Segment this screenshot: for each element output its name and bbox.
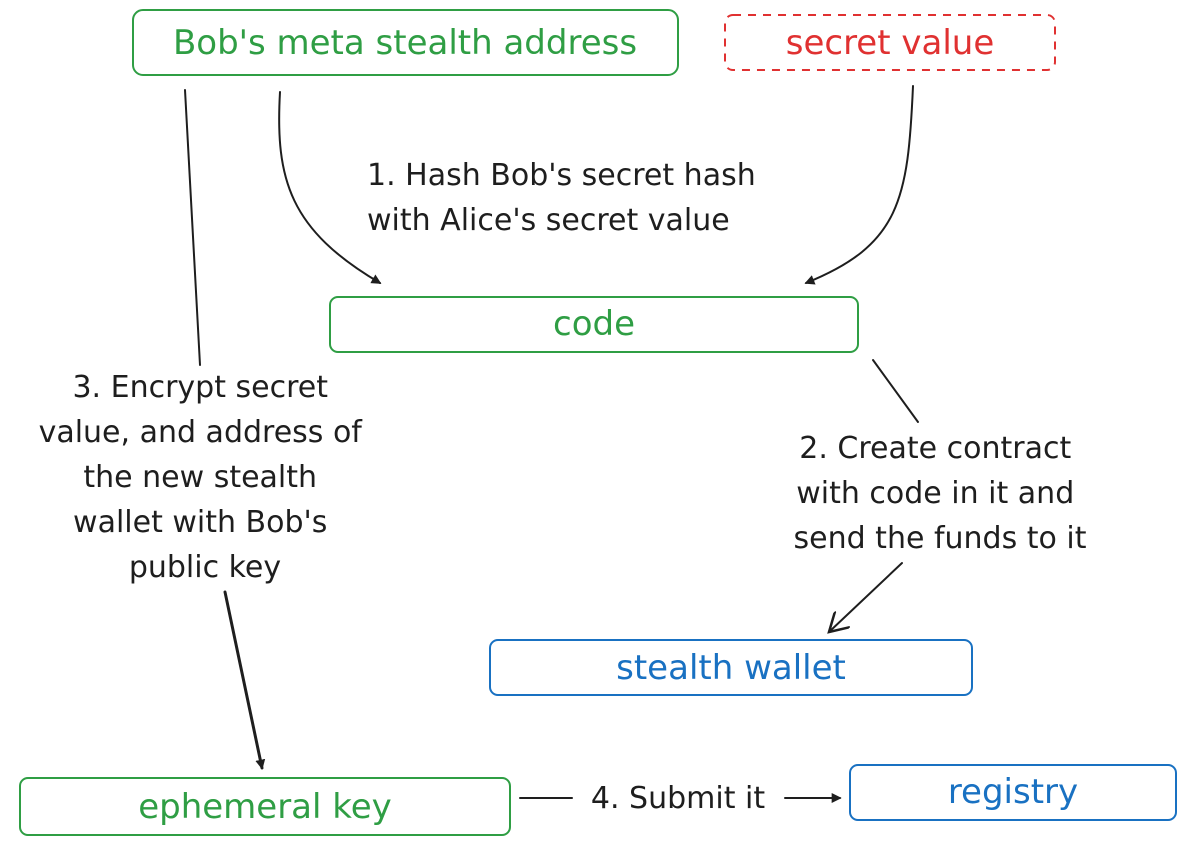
create-contract-edge-label: 2. Create contract with code in it and s… (794, 431, 1087, 556)
edge-meta-to-encrypt-label (184, 89, 201, 366)
ephemeral-key-node[interactable]: ephemeral key (19, 777, 511, 836)
meta-stealth-address-node[interactable]: Bob's meta stealth address (132, 9, 679, 76)
code-node[interactable]: code (329, 296, 859, 353)
stealth-wallet-node[interactable]: stealth wallet (489, 639, 973, 696)
encrypt-edge-label: 3. Encrypt secret value, and address of … (39, 370, 372, 585)
edge-encrypt-label-to-ephemeral (223, 590, 266, 770)
registry-label: registry (948, 772, 1078, 812)
code-label: code (553, 304, 635, 344)
secret-value-label: secret value (786, 23, 994, 63)
edge-code-to-create-label (872, 359, 919, 423)
edge-secret-to-code (804, 85, 914, 285)
meta-stealth-address-label: Bob's meta stealth address (173, 23, 637, 63)
stealth-wallet-label: stealth wallet (616, 648, 846, 688)
secret-value-node[interactable]: secret value (724, 14, 1056, 71)
registry-node[interactable]: registry (849, 764, 1177, 821)
submit-edge-label: 4. Submit it (591, 781, 765, 816)
edge-meta-to-code (278, 91, 382, 284)
ephemeral-key-label: ephemeral key (138, 787, 392, 827)
hash-edge-label: 1. Hash Bob's secret hash with Alice's s… (367, 158, 765, 238)
edge-create-label-to-wallet (829, 562, 903, 632)
